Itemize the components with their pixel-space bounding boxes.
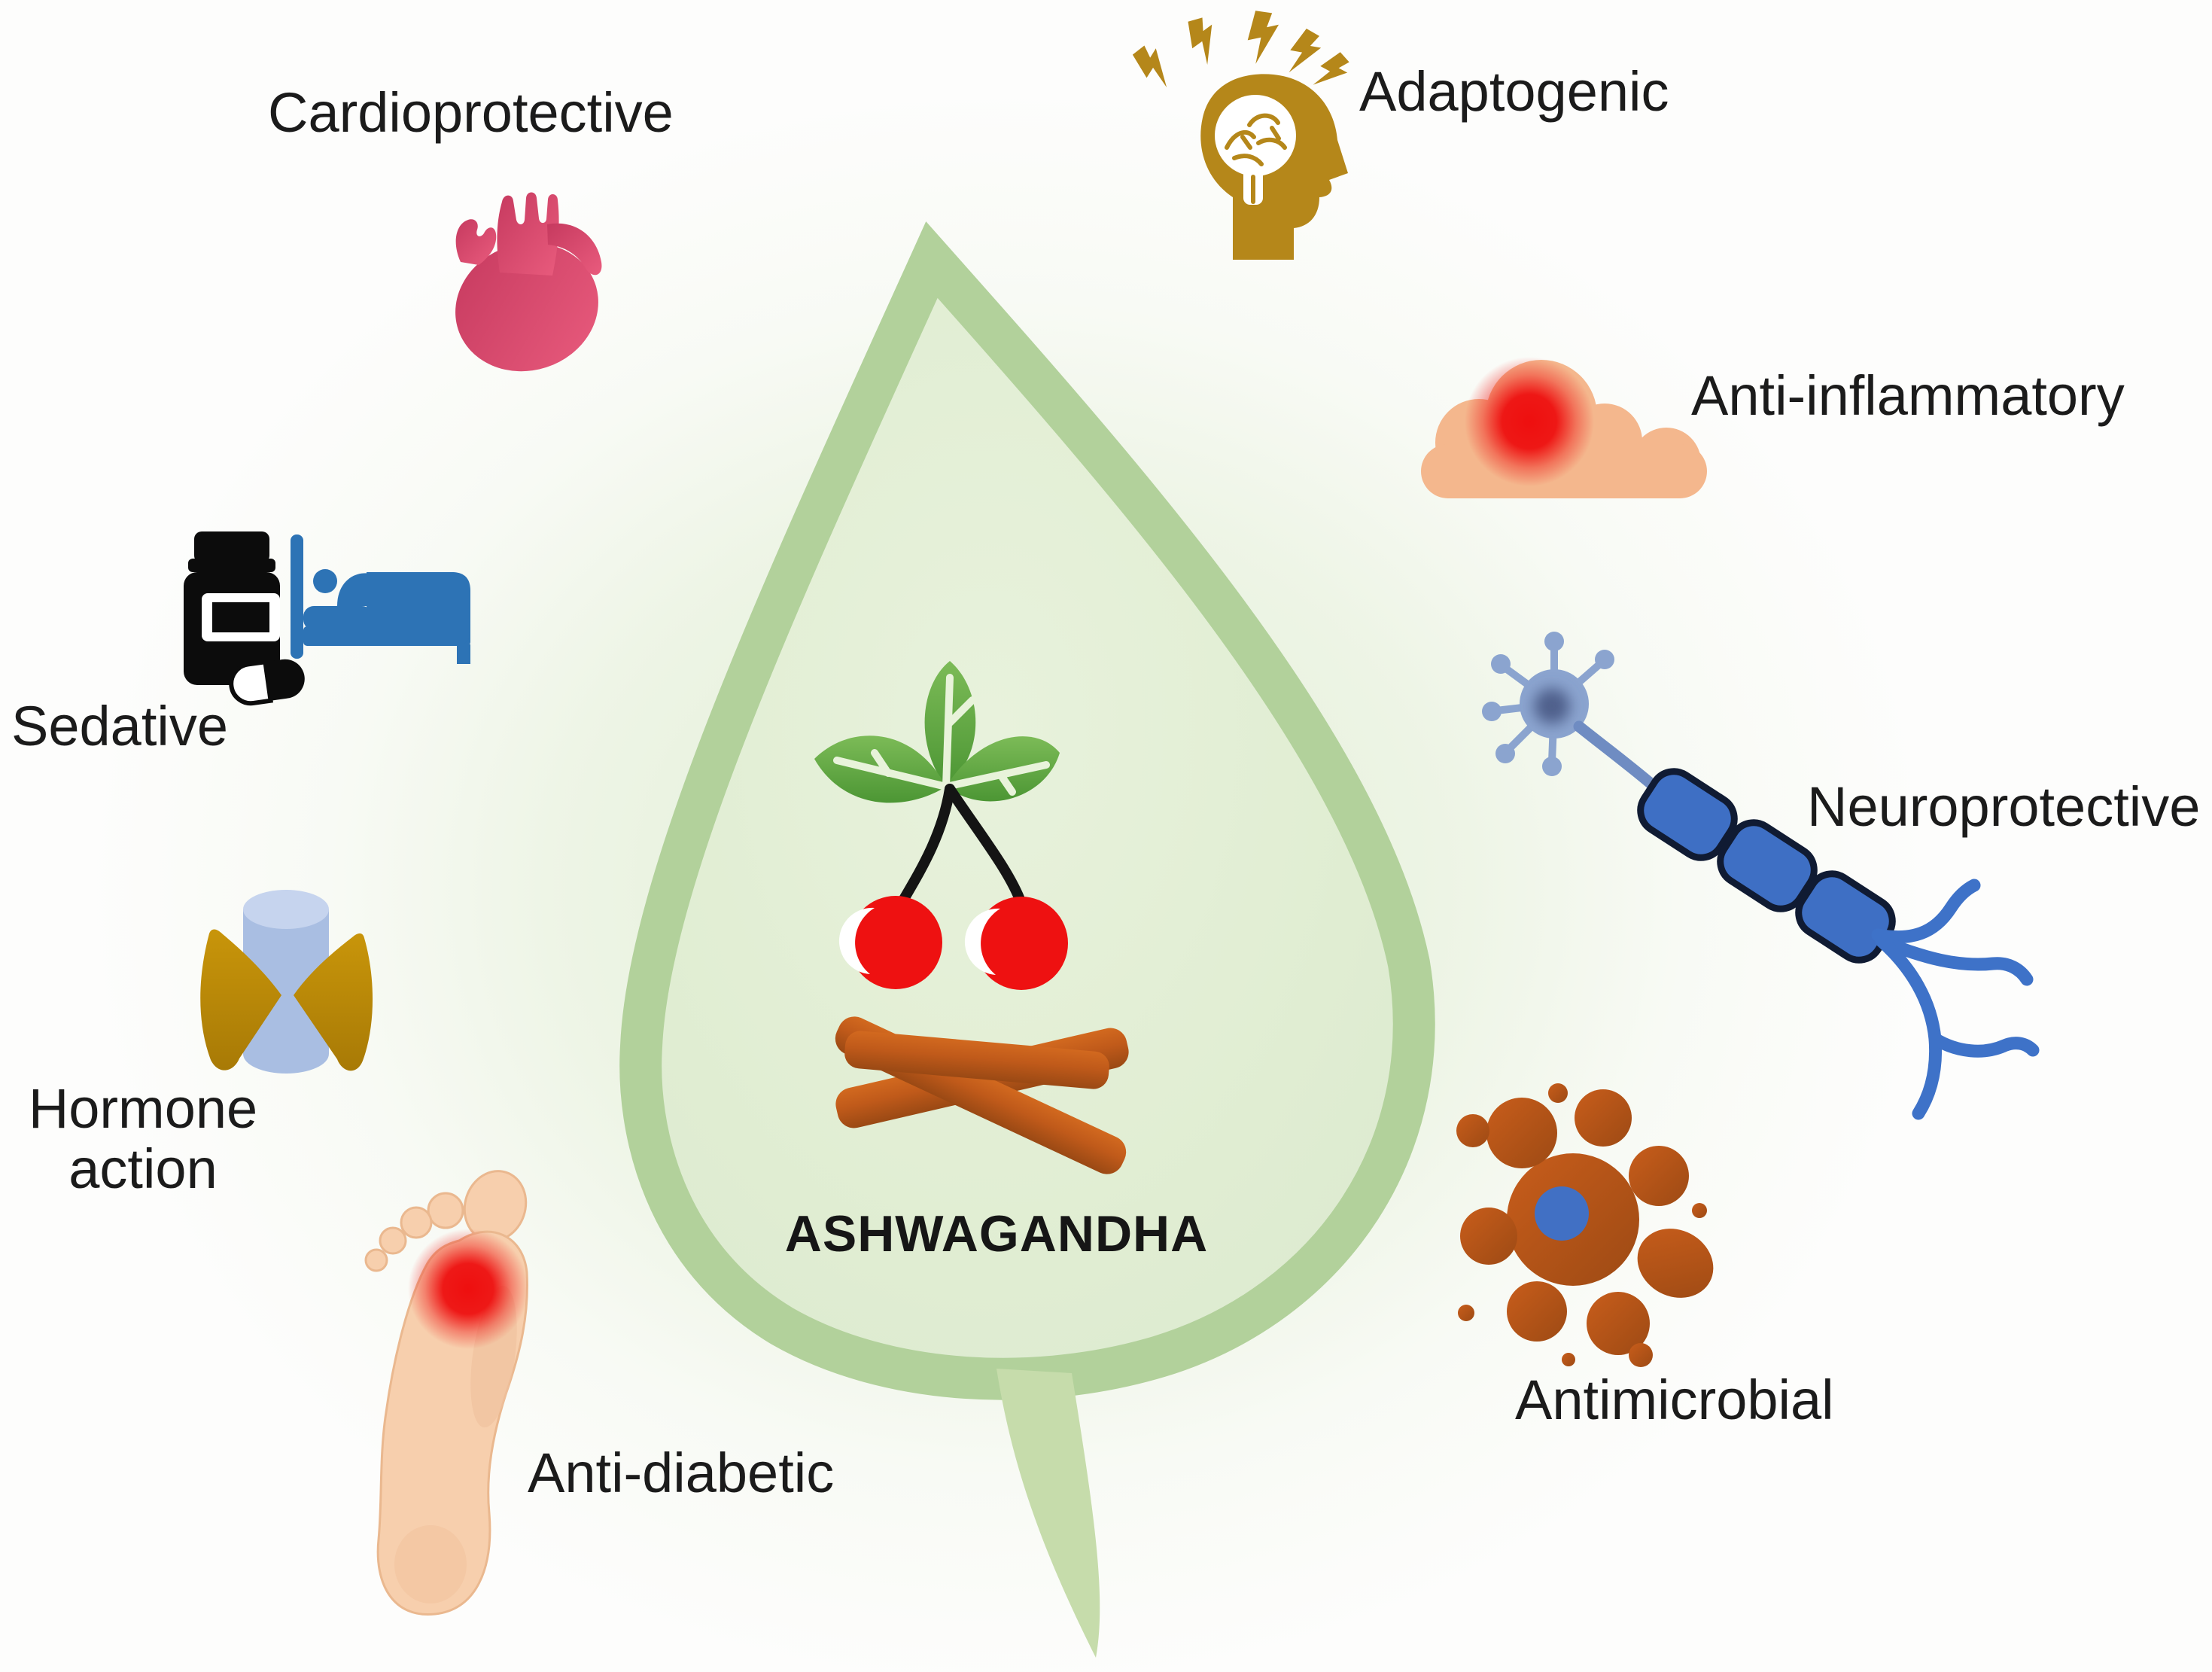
label-hormone-action: Hormone action: [15, 1079, 271, 1199]
skin-inflammation-icon: [1421, 357, 1707, 498]
label-antimicrobial: Antimicrobial: [1515, 1369, 1834, 1431]
label-hormone-line2: action: [68, 1137, 218, 1200]
bed: [291, 534, 470, 664]
stressed-brain-head-icon: [1126, 8, 1355, 260]
microbe-splat-icon: [1456, 1083, 1714, 1367]
microbe-nucleus: [1535, 1186, 1589, 1241]
label-anti-inflammatory: Anti-inflammatory: [1691, 364, 2125, 427]
leaf-stem: [996, 1369, 1100, 1658]
label-neuroprotective: Neuroprotective: [1807, 775, 2201, 838]
heart-icon: [455, 192, 602, 372]
label-sedative: Sedative: [11, 695, 228, 757]
label-hormone-line1: Hormone: [28, 1077, 258, 1140]
label-anti-diabetic: Anti-diabetic: [528, 1442, 835, 1504]
pill-bottle: [184, 531, 305, 706]
cherries-icon: [814, 661, 1068, 990]
leaf-outline: [619, 221, 1435, 1658]
label-cardioprotective: Cardioprotective: [268, 81, 674, 144]
pill-bottle-bed-icon: [184, 531, 470, 706]
neuron-icon: [1482, 632, 2040, 1120]
label-adaptogenic: Adaptogenic: [1359, 60, 1669, 123]
thyroid-gland-icon: [200, 890, 373, 1074]
foot-sole-icon: [364, 1170, 528, 1616]
roots-icon: [835, 1016, 1129, 1174]
center-title: ASHWAGANDHA: [784, 1205, 1209, 1262]
